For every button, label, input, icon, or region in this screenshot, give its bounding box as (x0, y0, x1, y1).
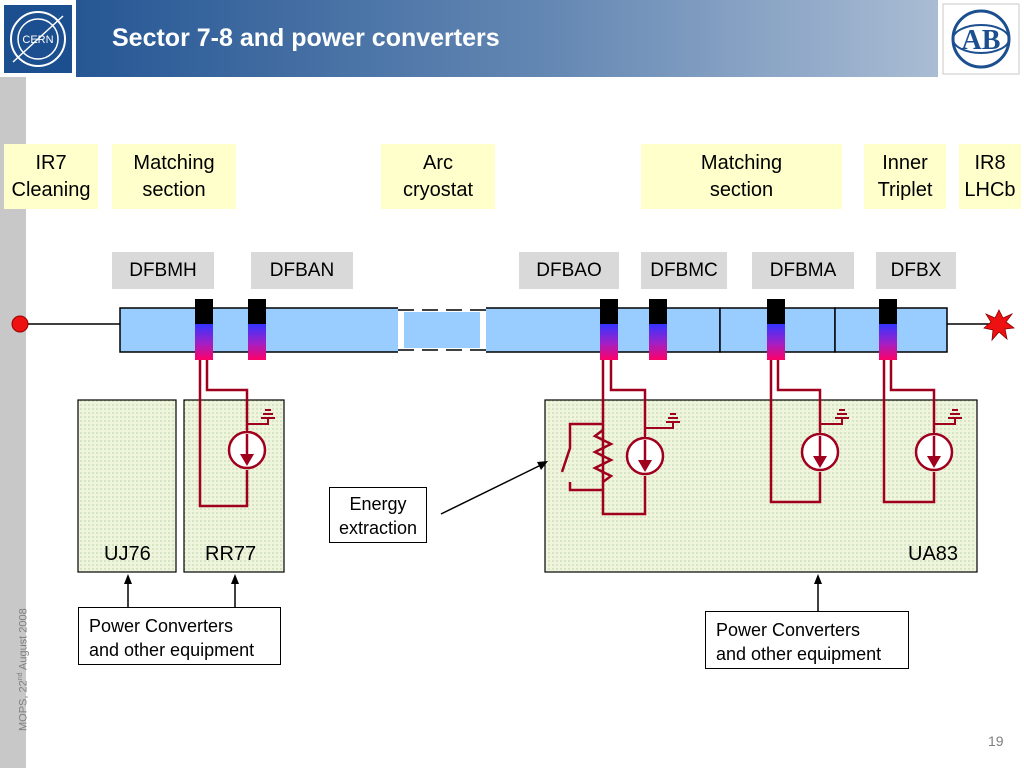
energy-extraction-pointer (440, 463, 544, 515)
cern-logo-text: CERN (22, 34, 53, 46)
ab-logo: AB (938, 0, 1024, 77)
energy-extraction-icon (560, 422, 614, 492)
zone-uj76 (77, 399, 177, 573)
converter-wiring (198, 360, 936, 516)
page-number: 19 (988, 733, 1004, 749)
converter-rr77-icon (227, 409, 275, 470)
dfb-label-dfbmh: DFBMH (112, 252, 214, 289)
current-lead-dfbmc (649, 299, 667, 360)
current-lead-dfbmh (195, 299, 213, 360)
ab-logo-text: AB (962, 25, 1001, 56)
header-bar (0, 0, 1024, 77)
converter-dfbao-icon (625, 413, 680, 476)
page-title: Sector 7-8 and power converters (112, 24, 500, 52)
dfb-label-dfbao: DFBAO (519, 252, 619, 289)
ir8-collision-icon (983, 309, 1016, 342)
converter-dfbx-icon (914, 409, 962, 472)
current-lead-dfban (248, 299, 266, 360)
current-lead-dfbx (879, 299, 897, 360)
cern-logo: CERN (0, 0, 76, 77)
dfb-label-dfban: DFBAN (251, 252, 353, 289)
current-lead-dfbao (600, 299, 618, 360)
dfb-label-dfbma: DFBMA (752, 252, 854, 289)
current-lead-dfbma (767, 299, 785, 360)
dfb-label-dfbx: DFBX (876, 252, 956, 289)
zone-ua83 (544, 399, 978, 573)
zone-label-uj76: UJ76 (104, 543, 151, 565)
zone-label-ua83: UA83 (908, 543, 959, 565)
zone-label-rr77: RR77 (205, 543, 257, 565)
converter-dfbma-icon (800, 409, 849, 472)
dfb-label-dfbmc: DFBMC (641, 252, 727, 289)
ir7-marker-icon (11, 315, 29, 333)
power-left-arrows (127, 582, 236, 607)
